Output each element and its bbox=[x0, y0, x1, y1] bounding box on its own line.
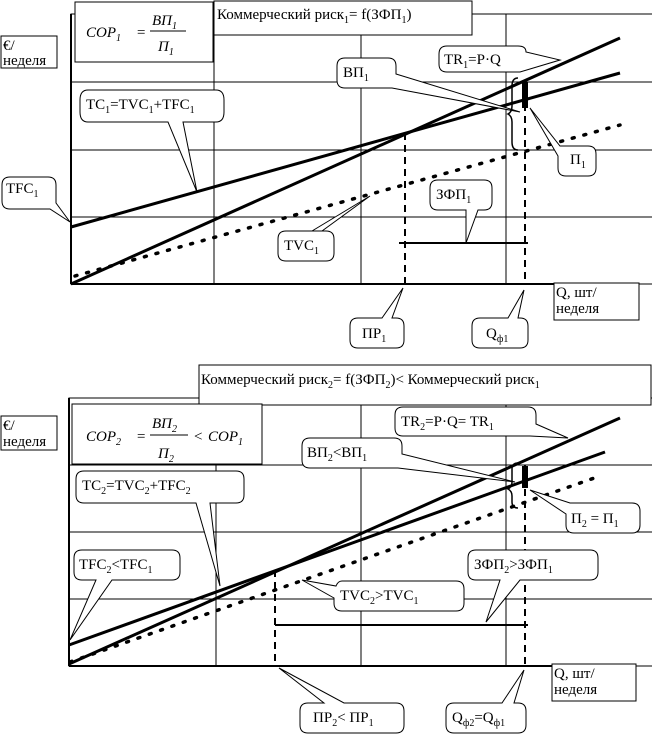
svg-text:COP1: COP1 bbox=[208, 429, 243, 448]
p-label-2: П2 = П1 bbox=[571, 511, 619, 530]
y-axis-label-2: €/ bbox=[3, 418, 16, 434]
qf-callout-1 bbox=[471, 289, 529, 349]
tc-label-2: TC2=TVC2+TFC2 bbox=[82, 478, 191, 497]
pr-label-1: ПР1 bbox=[362, 326, 386, 345]
title-2: Коммерческий риск2= f(ЗФП2)< Коммерчески… bbox=[201, 372, 540, 391]
tr-callout-1 bbox=[438, 45, 562, 73]
tvc-callout-2 bbox=[301, 579, 465, 612]
y-axis-label-1: €/ bbox=[3, 38, 16, 54]
x-axis-label-2b: неделя bbox=[554, 682, 597, 698]
vp-label-1: ВП1 bbox=[343, 65, 369, 84]
svg-text:П1: П1 bbox=[157, 39, 174, 58]
vp-callout-2 bbox=[301, 437, 516, 483]
y-axis-box-2 bbox=[0, 415, 58, 451]
y-axis-label-2b: неделя bbox=[3, 434, 46, 450]
profit-bar-1 bbox=[522, 82, 528, 108]
tfc-callout-1 bbox=[1, 176, 71, 223]
formula-2: COP2 = ВП2 П2 < COP1 bbox=[86, 416, 243, 465]
tvc-line-1 bbox=[73, 123, 622, 278]
svg-text:COP2: COP2 bbox=[86, 429, 121, 448]
tr-line-1 bbox=[70, 36, 621, 286]
y-axis-box-1 bbox=[0, 35, 58, 69]
zfp-callout-1 bbox=[429, 179, 493, 244]
formula-box-2 bbox=[71, 403, 263, 465]
svg-text:ВП1: ВП1 bbox=[152, 13, 177, 32]
qf-callout-2 bbox=[445, 669, 527, 734]
zfp-label-2: ЗФП2>ЗФП1 bbox=[474, 557, 553, 576]
p-callout-2 bbox=[529, 489, 641, 534]
title-1: Коммерческий риск1= f(ЗФП1) bbox=[217, 7, 411, 26]
pr-label-2: ПР2< ПР1 bbox=[313, 710, 374, 729]
tr-line-2 bbox=[68, 416, 621, 666]
tc-callout-2 bbox=[75, 470, 245, 587]
diagram-2: Коммерческий риск2= f(ЗФП2)< Коммерчески… bbox=[0, 364, 652, 734]
pr-callout-1 bbox=[349, 287, 405, 349]
svg-text:=: = bbox=[136, 25, 146, 41]
qf-label-2: Qф2=Qф1 bbox=[452, 710, 505, 729]
zfp-label-1: ЗФП1 bbox=[436, 187, 471, 206]
vp-label-2: ВП2<ВП1 bbox=[307, 445, 367, 464]
svg-text:ВП2: ВП2 bbox=[152, 416, 177, 435]
vp-callout-1 bbox=[336, 57, 521, 113]
svg-text:=: = bbox=[136, 429, 146, 445]
tr-callout-2 bbox=[394, 406, 569, 439]
svg-text:COP1: COP1 bbox=[86, 25, 121, 44]
diagram-1: Коммерческий риск1= f(ЗФП1) COP1 = ВП1 П… bbox=[0, 0, 652, 349]
y-axis-label-1b: неделя bbox=[3, 53, 46, 69]
x-axis-label-2: Q, шт/ bbox=[554, 666, 595, 682]
svg-text:П2: П2 bbox=[157, 446, 174, 465]
x-axis-box-1 bbox=[553, 282, 640, 321]
tvc-label-2: TVC2>TVC1 bbox=[340, 588, 418, 607]
tc-line-2 bbox=[68, 450, 606, 647]
p-callout-1 bbox=[529, 107, 597, 177]
x-axis-label-1: Q, шт/ bbox=[556, 285, 597, 301]
zfp-callout-2 bbox=[467, 549, 599, 623]
pr-callout-2 bbox=[278, 667, 405, 734]
vp-brace-1 bbox=[506, 77, 519, 151]
svg-text:<: < bbox=[194, 429, 202, 445]
qf-label-1: Qф1 bbox=[486, 326, 508, 345]
x-axis-label-1b: неделя bbox=[556, 301, 599, 317]
tfc-label-2: TFC2<TFC1 bbox=[79, 557, 153, 576]
x-axis-box-2 bbox=[551, 663, 637, 702]
tr-label-1: TR1=P·Q bbox=[444, 52, 501, 71]
tc-line-1 bbox=[70, 71, 621, 229]
tfc-callout-2 bbox=[69, 549, 181, 641]
tc-label-1: TC1=TVC1+TFC1 bbox=[86, 97, 195, 116]
title-box-2 bbox=[198, 364, 652, 406]
tfc-label-1: TFC1 bbox=[6, 181, 39, 200]
tvc-callout-1 bbox=[277, 195, 371, 262]
tr-label-2: TR2=P·Q= TR1 bbox=[401, 414, 494, 433]
tvc-line-2 bbox=[68, 474, 602, 664]
tvc-label-1: TVC1 bbox=[284, 238, 319, 257]
profit-bar-2 bbox=[522, 466, 528, 488]
tc-callout-1 bbox=[79, 89, 225, 193]
formula-box-1 bbox=[74, 1, 214, 63]
formula-1: COP1 = ВП1 П1 bbox=[86, 13, 186, 58]
vp-brace-2 bbox=[506, 462, 519, 509]
p-label-1: П1 bbox=[570, 152, 586, 171]
title-box-1 bbox=[213, 0, 473, 36]
